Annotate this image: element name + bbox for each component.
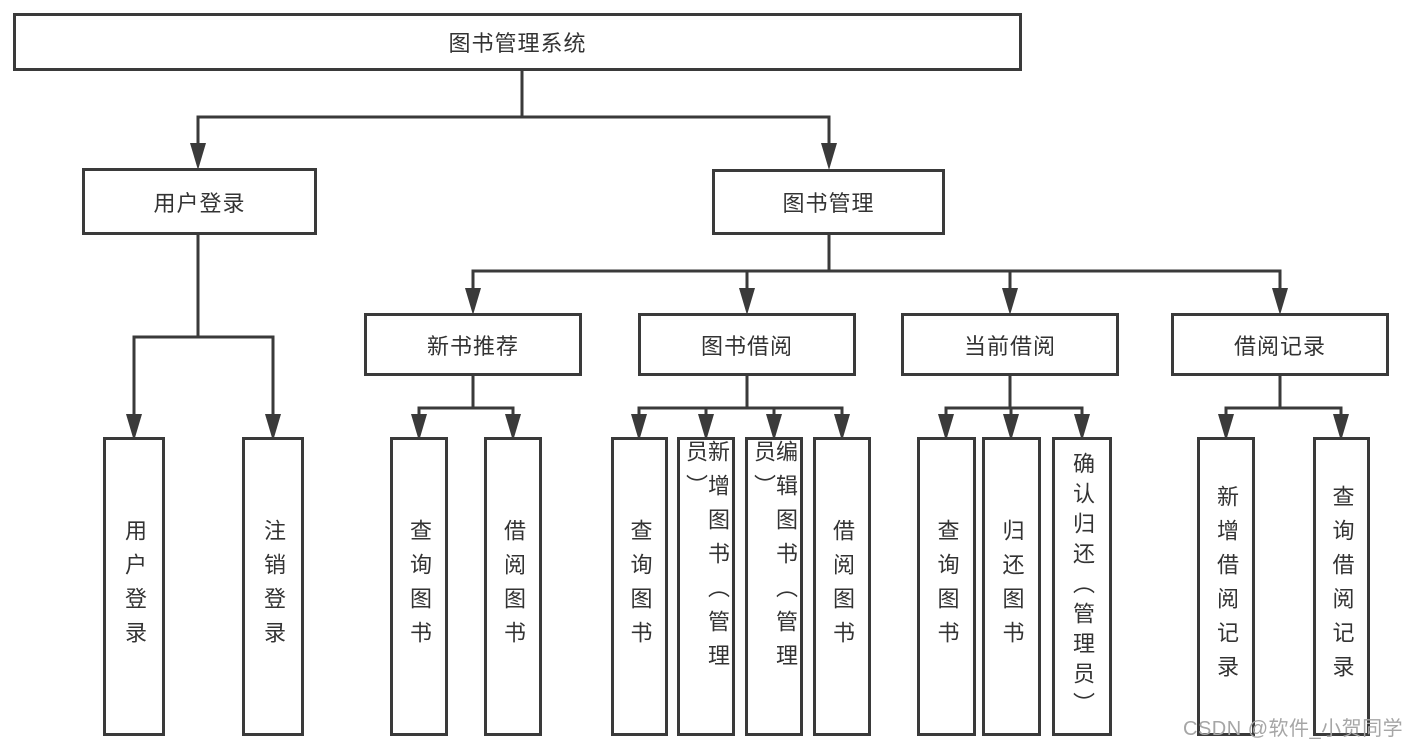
node-label: 查询图书 bbox=[934, 518, 960, 655]
arrowheads bbox=[126, 143, 1349, 441]
node-leaf-borrow-books-recommend: 借阅图书 bbox=[484, 437, 542, 736]
connector-borrow-records-to-leaves bbox=[1224, 374, 1343, 418]
connector-book-borrow-to-leaves bbox=[637, 374, 844, 418]
node-leaf-query-books-borrow: 查询图书 bbox=[611, 437, 668, 736]
node-library-management-system: 图书管理系统 bbox=[13, 13, 1022, 71]
node-label: 用户登录 bbox=[122, 518, 147, 655]
node-label: 图书管理 bbox=[782, 191, 875, 216]
node-label: 新增图书（管理员） bbox=[683, 440, 730, 678]
node-leaf-add-books-admin: 新增图书（管理员） bbox=[677, 437, 735, 736]
node-leaf-borrow-books: 借阅图书 bbox=[813, 437, 871, 736]
node-current-borrow: 当前借阅 bbox=[901, 313, 1119, 376]
node-leaf-confirm-return-admin: 确认归还（管理员） bbox=[1052, 437, 1112, 736]
connector-new-book-recommend-to-leaves bbox=[417, 374, 515, 418]
node-user-login: 用户登录 bbox=[82, 168, 317, 235]
node-label: 借阅图书 bbox=[501, 518, 526, 655]
node-leaf-user-login: 用户登录 bbox=[103, 437, 165, 736]
node-label: 用户登录 bbox=[153, 190, 246, 216]
node-label: 查询图书 bbox=[627, 518, 653, 655]
node-label: 归还图书 bbox=[999, 518, 1025, 655]
connector-root-to-level2 bbox=[196, 69, 831, 148]
node-label: 图书借阅 bbox=[700, 333, 793, 359]
watermark-text: CSDN @软件_小贺同学 bbox=[1183, 718, 1404, 740]
node-label: 确认归还（管理员） bbox=[1070, 451, 1095, 722]
node-label: 注销登录 bbox=[261, 518, 286, 655]
node-leaf-edit-books-admin: 编辑图书（管理员） bbox=[745, 437, 803, 736]
node-label: 查询图书 bbox=[407, 518, 432, 655]
node-leaf-logout: 注销登录 bbox=[242, 437, 304, 736]
node-label: 新书推荐 bbox=[426, 333, 519, 359]
node-borrow-records: 借阅记录 bbox=[1171, 313, 1389, 376]
node-label: 新增借阅记录 bbox=[1214, 484, 1239, 689]
node-label: 借阅图书 bbox=[830, 518, 855, 655]
node-label: 借阅记录 bbox=[1233, 333, 1326, 359]
node-leaf-query-borrow-record: 查询借阅记录 bbox=[1313, 437, 1370, 736]
node-leaf-return-books: 归还图书 bbox=[982, 437, 1041, 736]
node-leaf-query-books-current: 查询图书 bbox=[917, 437, 976, 736]
connector-user-login-to-leaves bbox=[132, 233, 275, 418]
node-leaf-query-books-recommend: 查询图书 bbox=[390, 437, 448, 736]
node-label: 当前借阅 bbox=[963, 333, 1056, 359]
node-label: 查询借阅记录 bbox=[1329, 484, 1355, 689]
connector-book-management-to-level3 bbox=[471, 233, 1282, 291]
node-book-borrow: 图书借阅 bbox=[638, 313, 856, 376]
connector-current-borrow-to-leaves bbox=[944, 374, 1084, 418]
node-leaf-add-borrow-record: 新增借阅记录 bbox=[1197, 437, 1255, 736]
node-label: 图书管理系统 bbox=[448, 31, 587, 56]
node-label: 编辑图书（管理员） bbox=[751, 440, 798, 678]
node-new-book-recommend: 新书推荐 bbox=[364, 313, 582, 376]
node-book-management: 图书管理 bbox=[712, 169, 945, 235]
